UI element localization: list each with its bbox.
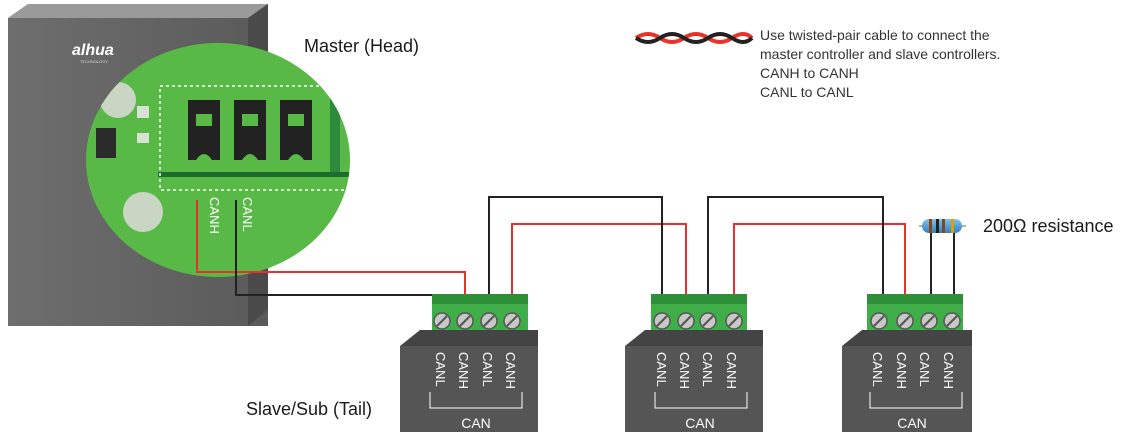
pcb-terminal-2 (234, 100, 266, 160)
pin-label: CANH (456, 352, 471, 389)
connector-title: CAN (685, 415, 715, 431)
connector-2-pin-labels: CANL CANH CANL CANH CAN (654, 352, 739, 431)
connector-3-pin-labels: CANL CANH CANL CANH CAN (870, 352, 956, 431)
instruction-line: CANL to CANL (760, 84, 854, 100)
pcb-terminal-3 (280, 100, 312, 160)
terminal-screws (433, 312, 961, 330)
screw-slot (459, 315, 471, 327)
master-head-label: Master (Head) (304, 36, 420, 56)
screw-slot (899, 315, 911, 327)
pin-label: CANL (433, 352, 448, 387)
pin-label: CANH (724, 352, 739, 389)
connector-1-pin-labels: CANL CANH CANL CANH CAN (433, 352, 518, 431)
connector-title: CAN (461, 415, 491, 431)
screw-slot (656, 315, 668, 327)
screw-slot (702, 315, 714, 327)
pin-label: CANL (654, 352, 669, 387)
slave-tail-label: Slave/Sub (Tail) (246, 399, 373, 419)
screw-slot (680, 315, 692, 327)
screw-slot (436, 315, 448, 327)
pin-label: CANH (894, 352, 909, 389)
instruction-line: Use twisted-pair cable to connect the (760, 27, 990, 43)
screw-slot (728, 315, 740, 327)
brand-logo-sub: TECHNOLOGY (80, 59, 108, 64)
screw-slot (483, 315, 495, 327)
pcb-terminal-1 (188, 100, 220, 160)
can-connector-2 (625, 294, 763, 432)
pin-label: CANL (700, 352, 715, 387)
pin-label: CANL (917, 352, 932, 387)
instruction-line: CANH to CANH (760, 65, 859, 81)
wiring-instructions: Use twisted-pair cable to connect the ma… (760, 26, 1000, 102)
pin-label: CANH (677, 352, 692, 389)
instruction-line: master controller and slave controllers. (760, 46, 1001, 62)
brand-logo: alhua (72, 42, 114, 59)
pin-label: CANL (870, 352, 885, 387)
screw-slot (923, 315, 935, 327)
pin-label: CANH (503, 352, 518, 389)
screw-slot (873, 315, 885, 327)
twisted-pair-cable-icon (634, 32, 754, 44)
screw-slot (946, 315, 958, 327)
pcb-zoom-view: CANH CANL (86, 43, 350, 277)
pin-label: CANH (941, 352, 956, 389)
connector-title: CAN (897, 415, 927, 431)
screw-slot (506, 315, 518, 327)
resistor-label: 200Ω resistance (983, 216, 1114, 236)
can-connector-1 (400, 294, 538, 432)
pcb-pin-label-canl: CANL (240, 197, 255, 232)
pin-label: CANL (480, 352, 495, 387)
pcb-pin-label-canh: CANH (207, 197, 222, 234)
